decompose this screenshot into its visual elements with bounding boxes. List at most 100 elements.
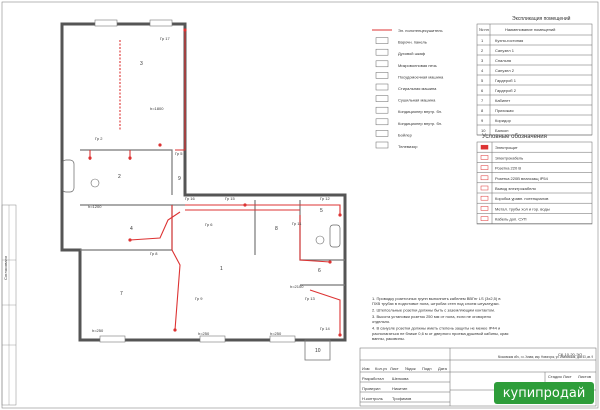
note: 4. В санузле розетки должны иметь степен… bbox=[372, 326, 508, 341]
logo-text: купипродай bbox=[502, 385, 586, 401]
legend-item: Эл. полотенцесушитель bbox=[398, 28, 443, 33]
room-label: 8 bbox=[275, 226, 278, 232]
legend-item: Варочн. панель bbox=[398, 40, 427, 45]
symbol-icon bbox=[480, 195, 489, 201]
height-label: h=1800 bbox=[150, 106, 164, 111]
stamp-name: Трофимов bbox=[392, 396, 411, 401]
stamp-name: Никитин bbox=[392, 386, 407, 391]
appliance-symbol-icon bbox=[375, 37, 389, 44]
cable-8 bbox=[89, 150, 131, 160]
appliance-symbol-icon bbox=[375, 118, 389, 126]
room-label: 2 bbox=[118, 174, 121, 180]
symbols-title: Условные обозначения bbox=[482, 134, 547, 140]
height-label: h=1200 bbox=[88, 204, 102, 209]
stamp-role: Проверил bbox=[362, 386, 381, 391]
group-label: Гр 9 bbox=[195, 296, 203, 301]
appliance-symbol-icon bbox=[375, 60, 389, 68]
outer-wall bbox=[60, 22, 347, 342]
symbol-label: Вывод электрокабеля bbox=[495, 186, 536, 191]
room-label: 10 bbox=[315, 348, 321, 354]
notes-block: 1. Проводку розеточных групп выполнить к… bbox=[372, 296, 508, 341]
cable-2 bbox=[185, 204, 341, 215]
height-label: h=250 bbox=[92, 328, 104, 333]
kupiprodai-logo: купипродай bbox=[494, 382, 594, 404]
legend-item: Телевизор bbox=[398, 144, 418, 149]
stamp-stage-header: Листов bbox=[578, 374, 591, 379]
stamp-stage-header: Стадия bbox=[548, 374, 562, 379]
group-label: Гр 2 bbox=[95, 136, 103, 141]
symbol-icon bbox=[480, 216, 489, 221]
appliance-symbol-icon bbox=[375, 130, 389, 137]
explication-row-no: 8 bbox=[481, 108, 484, 113]
appliance-symbol-icon bbox=[375, 141, 389, 149]
room-label: 4 bbox=[130, 226, 133, 232]
stamp-stage-header: Лист bbox=[563, 374, 572, 379]
title-block: СК-10-20-ЭО Московская обл., г.о. Химки,… bbox=[359, 347, 597, 407]
cable-7 bbox=[309, 289, 341, 335]
symbol-label: Розетка 220 В bbox=[495, 166, 521, 171]
explication-row-name: Спальня bbox=[495, 58, 511, 63]
cable-5 bbox=[129, 211, 181, 241]
legend-item: Кондиционер внутр. бл. bbox=[398, 109, 442, 114]
legend-item: Микроволновая печь bbox=[398, 63, 437, 68]
explication-row-no: 4 bbox=[481, 68, 484, 73]
explication-row-no: 10 bbox=[481, 128, 486, 133]
stamp-header: Подп bbox=[422, 366, 432, 371]
room-label: 3 bbox=[140, 61, 143, 67]
explication-row-name: Гардероб 1 bbox=[495, 78, 517, 83]
symbol-icon bbox=[480, 165, 489, 170]
stamp-header: Лист bbox=[390, 366, 399, 371]
legend-item: Духовой шкаф bbox=[398, 51, 426, 56]
symbol-icon bbox=[480, 144, 489, 150]
explication-row-no: 3 bbox=[481, 58, 484, 63]
explication-row-name: Санузел 2 bbox=[495, 68, 515, 73]
appliance-symbol-icon bbox=[375, 83, 389, 91]
appliance-symbol-icon bbox=[375, 48, 389, 56]
bathtub-icon bbox=[61, 159, 75, 193]
explication-row-no: 1 bbox=[481, 38, 484, 43]
symbol-label: Розетка 220В влагозащ IP54 bbox=[495, 176, 549, 181]
explication-row-no: 6 bbox=[481, 88, 484, 93]
stamp-header: №док bbox=[405, 366, 416, 371]
cable-6 bbox=[299, 215, 331, 263]
explication-row-name: Кухня-гостиная bbox=[495, 38, 523, 43]
cable-1 bbox=[175, 30, 186, 151]
legend-item: Кондиционер внутр. бл. bbox=[398, 121, 442, 126]
explication-table: Экспликация помещений № пп Наименование … bbox=[476, 15, 593, 136]
group-label: Гр 17 bbox=[160, 36, 171, 41]
group-label: Гр 11 bbox=[292, 221, 302, 226]
note: 3. Высота установки розеток 250 мм от по… bbox=[372, 314, 492, 324]
explication-row-no: 5 bbox=[481, 78, 484, 83]
explication-row-name: Гардероб 2 bbox=[495, 88, 517, 93]
group-label: Гр 16 bbox=[185, 196, 196, 201]
symbol-label: Электрощит bbox=[495, 145, 518, 150]
explication-row-name: Кабинет bbox=[495, 98, 510, 103]
shower-icon bbox=[329, 224, 341, 248]
stamp-code: СК-10-20-ЭО bbox=[558, 352, 582, 357]
group-label: Гр 5 bbox=[175, 151, 183, 156]
explication-col-no: № пп bbox=[479, 27, 489, 32]
room-label: 1 bbox=[220, 266, 223, 272]
floor-plan: 3 2 4 1 5 6 7 8 9 10 Гр 5 Гр 16 Гр 15 Гр… bbox=[60, 19, 347, 361]
note: 2. Штепсельные розетки должны быть с заз… bbox=[372, 308, 495, 313]
toilet-icon bbox=[90, 178, 100, 188]
room-label: 9 bbox=[178, 176, 181, 182]
explication-row-name: Санузел 1 bbox=[495, 48, 515, 53]
group-label: Гр 8 bbox=[150, 251, 158, 256]
cable-4 bbox=[171, 205, 181, 331]
explication-row-name: Коридор bbox=[495, 118, 512, 123]
symbol-icon bbox=[480, 175, 489, 181]
height-label: h=250 bbox=[198, 331, 210, 336]
stamp-role: Н.контроль bbox=[362, 396, 383, 401]
appliance-symbol-icon bbox=[375, 106, 389, 114]
group-label: Гр 6 bbox=[205, 222, 213, 227]
appliance-symbol-icon bbox=[375, 72, 389, 79]
sink-icon bbox=[315, 235, 325, 245]
group-label: Гр 13 bbox=[305, 296, 316, 301]
explication-row-no: 9 bbox=[481, 118, 484, 123]
partition-bath bbox=[80, 149, 173, 195]
symbol-icon bbox=[480, 155, 489, 160]
side-label: Согласовано bbox=[3, 255, 8, 280]
explication-row-no: 7 bbox=[481, 98, 484, 103]
